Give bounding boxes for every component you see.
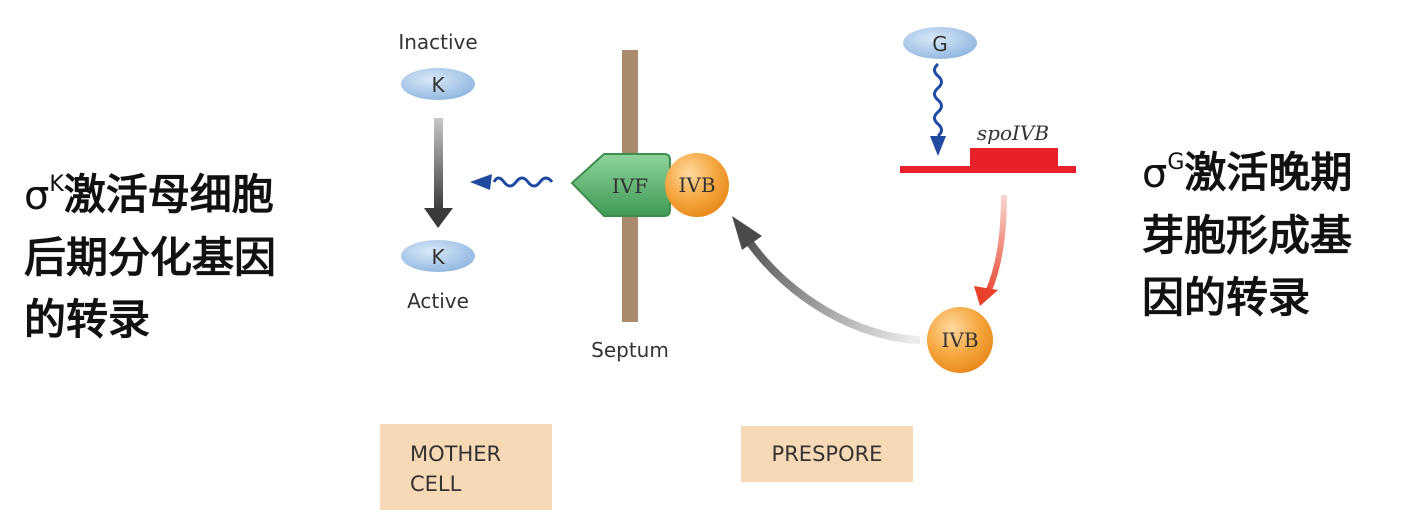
sigma-k-inactive-label: K [431,73,445,97]
left-caption-line-3: 的转录 [24,295,151,344]
sigma-g-squiggle [933,62,943,138]
left-caption-text-1: 激活母细胞 [63,170,274,219]
left-caption: σK激活母细胞 后期分化基因 的转录 [24,154,276,351]
sigma-k-inactive-oval [401,68,475,100]
expression-arrow-head [974,286,998,306]
sigma-g-oval [903,27,977,59]
active-label: Active [407,289,469,313]
ivf-label: IVF [612,174,648,198]
ivb-membrane-label: IVB [678,173,715,197]
expression-arrow [985,194,1007,294]
spoivb-gene-label: spoIVB [977,121,1049,145]
sigma-g-label: G [932,32,948,56]
right-caption-line-2: 芽胞形成基 [1142,211,1353,260]
septum-label: Septum [591,338,669,362]
mother-cell-label-line2: CELL [410,472,462,496]
sigma-superscript-g: G [1167,150,1185,175]
signal-squiggle-head [470,174,492,190]
right-caption: σG激活晚期 芽胞形成基 因的转录 [1142,132,1352,329]
sigma-k-active-label: K [431,245,445,269]
activation-arrow-head [424,208,453,228]
spoivb-gene-block [970,148,1058,170]
ivb-membrane-circle [665,153,729,217]
sigma-symbol: σ [1142,151,1168,197]
sigma-superscript-k: K [49,172,64,197]
prespore-box [741,426,913,482]
sigma-symbol: σ [24,173,50,219]
sigma-g-squiggle-head [930,136,946,156]
activation-arrow-shaft [434,118,443,210]
inactive-label: Inactive [398,30,477,54]
right-caption-line-3: 因的转录 [1142,273,1311,322]
mother-cell-box [380,424,552,510]
ivb-transport-arrow [744,237,921,344]
sigma-k-active-oval [401,240,475,272]
ivb-prespore-circle [927,307,993,373]
right-caption-line-1: σG激活晚期 [1142,132,1352,205]
signal-squiggle [492,176,554,188]
left-caption-line-1: σK激活母细胞 [24,154,276,227]
prespore-label: PRESPORE [772,442,883,466]
right-caption-text-1: 激活晚期 [1184,148,1353,197]
ivb-transport-arrow-head [732,216,762,250]
ivb-prespore-label: IVB [941,328,978,352]
mother-cell-label-line1: MOTHER [410,442,501,466]
left-caption-line-2: 后期分化基因 [24,233,277,282]
